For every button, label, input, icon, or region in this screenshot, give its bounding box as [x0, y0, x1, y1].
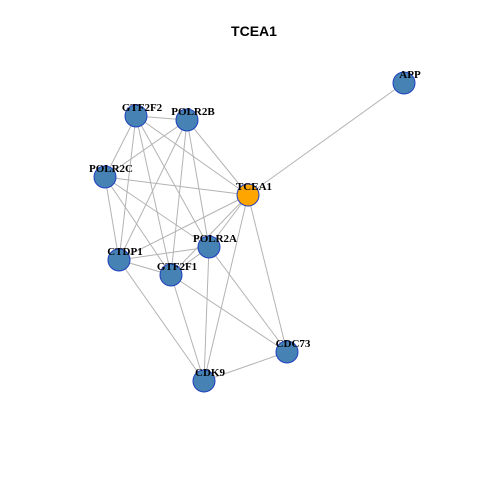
edge-polr2b-polr2c: [104, 119, 188, 178]
node-circle-gtf2f1: [159, 263, 183, 287]
edge-gtf2f2-polr2a: [135, 115, 210, 248]
node-ctdp1: CTDP1: [107, 246, 143, 272]
node-label-polr2a: POLR2A: [193, 233, 237, 245]
edge-polr2b-ctdp1: [118, 119, 188, 261]
node-label-cdk9: CDK9: [195, 367, 225, 379]
node-app: APP: [392, 69, 421, 95]
edge-tcea1-gtf2f1: [170, 194, 249, 276]
edge-polr2b-polr2a: [186, 119, 210, 248]
node-circle-polr2c: [93, 165, 117, 189]
edge-tcea1-cdc73: [247, 194, 288, 353]
edge-cdc73-cdk9: [203, 351, 288, 382]
edge-gtf2f2-gtf2f1: [135, 115, 172, 276]
edge-polr2a-ctdp1: [118, 246, 210, 261]
edge-polr2c-tcea1: [104, 176, 249, 196]
node-label-polr2c: POLR2C: [89, 163, 133, 175]
edge-tcea1-cdk9: [203, 194, 249, 382]
node-circle-cdc73: [275, 340, 299, 364]
node-label-ctdp1: CTDP1: [107, 246, 142, 258]
node-circle-gtf2f2: [124, 104, 148, 128]
edge-tcea1-app: [247, 82, 405, 196]
edge-polr2c-ctdp1: [104, 176, 120, 261]
edge-layer: [104, 82, 405, 382]
node-label-app: APP: [399, 69, 421, 81]
edge-polr2c-gtf2f1: [104, 176, 172, 276]
edge-gtf2f1-cdk9: [170, 274, 205, 382]
node-label-cdc73: CDC73: [276, 338, 311, 350]
edge-tcea1-ctdp1: [118, 194, 249, 261]
node-label-polr2b: POLR2B: [171, 106, 215, 118]
node-gtf2f1: GTF2F1: [157, 261, 197, 287]
node-circle-cdk9: [192, 369, 216, 393]
node-gtf2f2: GTF2F2: [122, 102, 163, 128]
node-label-gtf2f2: GTF2F2: [122, 102, 163, 114]
node-label-tcea1: TCEA1: [236, 181, 272, 193]
edge-gtf2f2-ctdp1: [118, 115, 137, 261]
edge-polr2b-tcea1: [186, 119, 249, 196]
node-label-gtf2f1: GTF2F1: [157, 261, 197, 273]
edge-polr2a-cdc73: [208, 246, 288, 353]
node-polr2a: POLR2A: [193, 233, 237, 259]
edge-polr2a-cdk9: [203, 246, 210, 382]
edge-gtf2f2-tcea1: [135, 115, 249, 196]
node-circle-tcea1: [236, 183, 260, 207]
edge-ctdp1-cdk9: [118, 259, 205, 382]
graph-title: TCEA1: [231, 23, 277, 39]
node-cdk9: CDK9: [192, 367, 225, 393]
edge-polr2b-gtf2f1: [170, 119, 188, 276]
node-polr2b: POLR2B: [171, 106, 215, 132]
node-circle-ctdp1: [107, 248, 131, 272]
node-polr2c: POLR2C: [89, 163, 133, 189]
node-circle-polr2a: [197, 235, 221, 259]
edge-polr2c-polr2a: [104, 176, 210, 248]
node-circle-app: [392, 71, 416, 95]
edge-gtf2f1-cdc73: [170, 274, 288, 353]
node-circle-polr2b: [175, 108, 199, 132]
node-tcea1: TCEA1: [236, 181, 272, 207]
node-cdc73: CDC73: [275, 338, 311, 364]
